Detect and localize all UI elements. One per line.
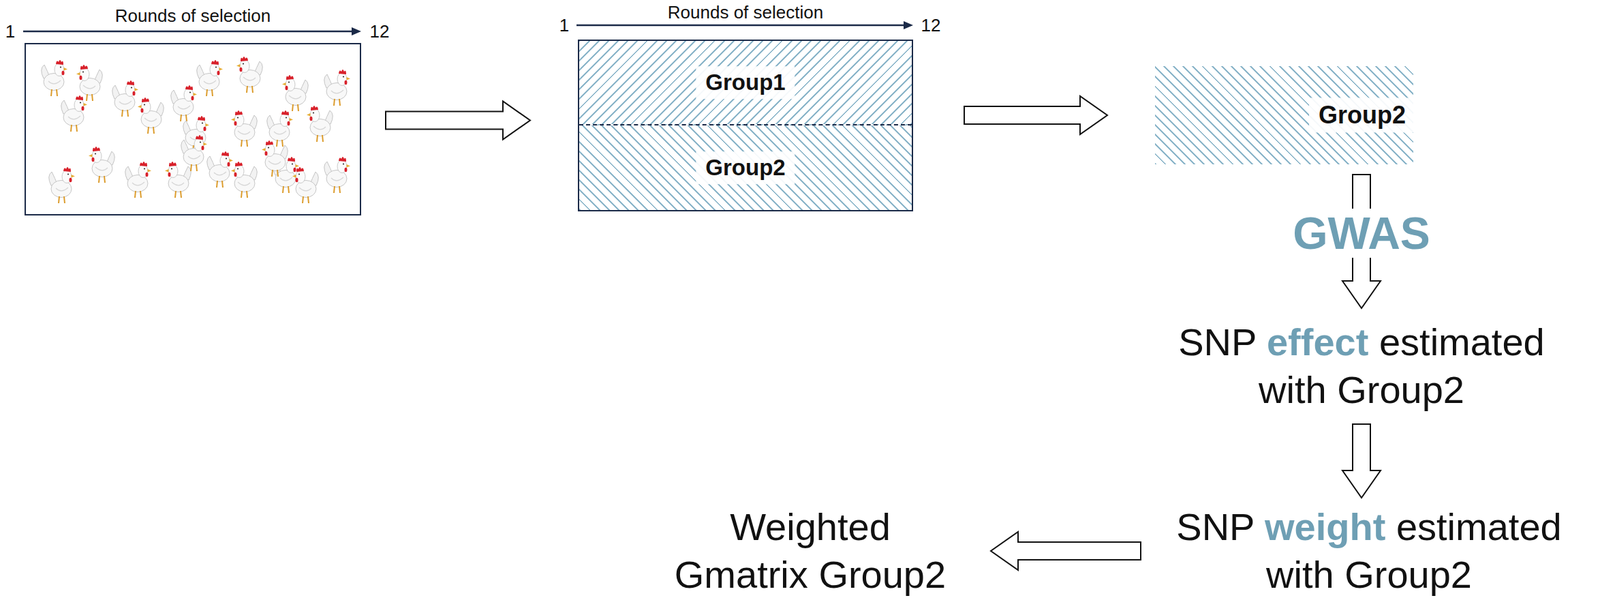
group-band: Group1 [579, 40, 912, 126]
hen [171, 85, 197, 122]
axis-number: 1 [559, 14, 569, 36]
edge-label: GWAS [1287, 208, 1436, 259]
axis-title: Rounds of selection [25, 5, 360, 26]
hen [231, 161, 257, 198]
hen [282, 74, 309, 112]
highlight-word: effect [1266, 320, 1369, 364]
word: SNP [1178, 320, 1256, 364]
hen [181, 134, 208, 172]
hen [306, 105, 333, 142]
word: with [1258, 367, 1327, 411]
hen [112, 80, 139, 117]
hen [324, 69, 351, 106]
axis-title: Rounds of selection [579, 2, 912, 23]
step-label: SNP effect estimated with Group2 [1153, 318, 1570, 414]
hollow-arrow [1342, 423, 1381, 498]
hen [88, 146, 115, 183]
group-box: Rounds of selectionGroup1Group2 [577, 39, 914, 212]
hen [49, 166, 75, 204]
hen [207, 151, 234, 188]
axis [23, 27, 362, 36]
result-text: Weighted Gmatrix Group2 [663, 502, 957, 598]
group-label: Group1 [695, 66, 795, 99]
word: Group2 [1336, 367, 1465, 411]
step-label: SNP weight estimated with Group2 [1161, 502, 1577, 598]
hen [76, 64, 103, 101]
word: Gmatrix [674, 552, 809, 596]
word: estimated [1396, 504, 1562, 548]
hen [61, 95, 88, 132]
hen [41, 59, 68, 97]
group-label: Group2 [695, 151, 795, 184]
word: estimated [1379, 320, 1545, 364]
flock-box: Rounds of selection [24, 42, 362, 216]
hen [267, 110, 294, 147]
axis-number: 12 [370, 21, 390, 42]
axis-number: 1 [5, 21, 15, 42]
hen [137, 97, 164, 134]
highlight-word: weight [1264, 504, 1386, 548]
group-band: Group2 [1155, 66, 1414, 165]
hen [261, 140, 288, 177]
word: with [1266, 552, 1335, 596]
hollow-arrow [990, 531, 1141, 570]
hen [164, 161, 191, 198]
hollow-arrow [385, 101, 531, 140]
word: SNP [1176, 504, 1254, 548]
step-label: Weighted Gmatrix Group2 [663, 502, 957, 598]
group-band: Group2 [579, 125, 912, 210]
group-label: Group2 [1309, 97, 1416, 133]
hen [196, 59, 223, 97]
word: Group2 [818, 552, 946, 596]
word: Group2 [1344, 552, 1472, 596]
word: Weighted [729, 504, 891, 548]
hen [125, 161, 152, 198]
chicken-flock [41, 56, 351, 204]
axis-number: 12 [921, 14, 942, 36]
step-text: SNP effect estimated with Group2 [1153, 318, 1570, 414]
hollow-arrow [964, 96, 1108, 135]
step-text: SNP weight estimated with Group2 [1161, 502, 1577, 598]
hen [324, 156, 351, 193]
hen [231, 110, 257, 147]
hen [236, 56, 263, 93]
hen [292, 166, 319, 204]
